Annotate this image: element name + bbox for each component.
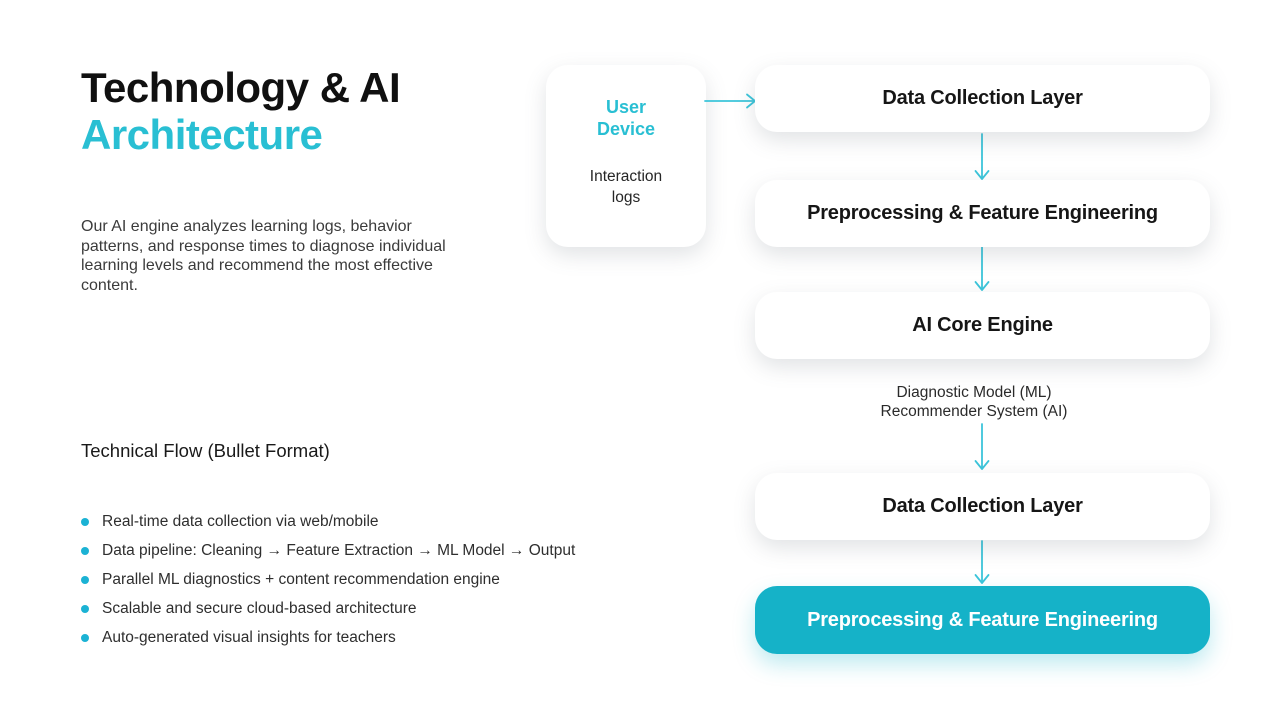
user-device-node: User Device Interaction logs (546, 65, 706, 247)
bullet-dot-icon (81, 517, 89, 526)
section-heading: Technical Flow (Bullet Format) (81, 440, 330, 461)
arrow-down-icon (974, 133, 990, 180)
list-item-label: Data pipeline: Cleaning → Feature Extrac… (102, 542, 576, 559)
arrow-right-icon (704, 93, 756, 109)
flow-node-ai-core-engine: AI Core Engine (755, 292, 1210, 359)
list-item: Scalable and secure cloud-based architec… (81, 600, 575, 617)
bullet-list: Real-time data collection via web/mobile… (81, 513, 575, 658)
flow-node-data-collection-layer: Data Collection Layer (755, 65, 1210, 132)
page-title-line2: Architecture (81, 111, 323, 158)
bullet-dot-icon (81, 575, 89, 584)
user-device-subtitle: Interaction logs (589, 168, 663, 206)
arrow-down-icon (974, 423, 990, 470)
arrow-down-icon (974, 540, 990, 584)
flow-annotation-line2: Recommender System (AI) (880, 402, 1068, 420)
list-item: Real-time data collection via web/mobile (81, 513, 575, 530)
list-item-label: Parallel ML diagnostics + content recomm… (102, 571, 500, 588)
list-item: Auto-generated visual insights for teach… (81, 629, 575, 646)
flow-annotation: Diagnostic Model (ML)Recommender System … (799, 384, 1149, 421)
flow-node-preprocessing-feature-engineering-highlighted: Preprocessing & Feature Engineering (755, 586, 1210, 654)
user-device-title: User Device (596, 97, 656, 139)
bullet-dot-icon (81, 546, 89, 555)
description-text: Our AI engine analyzes learning logs, be… (81, 218, 446, 294)
bullet-dot-icon (81, 604, 89, 613)
flow-node-preprocessing-feature-engineering: Preprocessing & Feature Engineering (755, 180, 1210, 247)
list-item-label: Real-time data collection via web/mobile (102, 513, 379, 530)
flow-node-data-collection-layer: Data Collection Layer (755, 473, 1210, 540)
list-item-label: Scalable and secure cloud-based architec… (102, 600, 417, 617)
flow-annotation-line1: Diagnostic Model (ML) (896, 384, 1052, 401)
list-item: Data pipeline: Cleaning → Feature Extrac… (81, 542, 575, 559)
arrow-down-icon (974, 246, 990, 291)
bullet-dot-icon (81, 633, 89, 642)
list-item-label: Auto-generated visual insights for teach… (102, 629, 396, 646)
page-title-line1: Technology & AI (81, 64, 401, 111)
list-item: Parallel ML diagnostics + content recomm… (81, 571, 575, 588)
